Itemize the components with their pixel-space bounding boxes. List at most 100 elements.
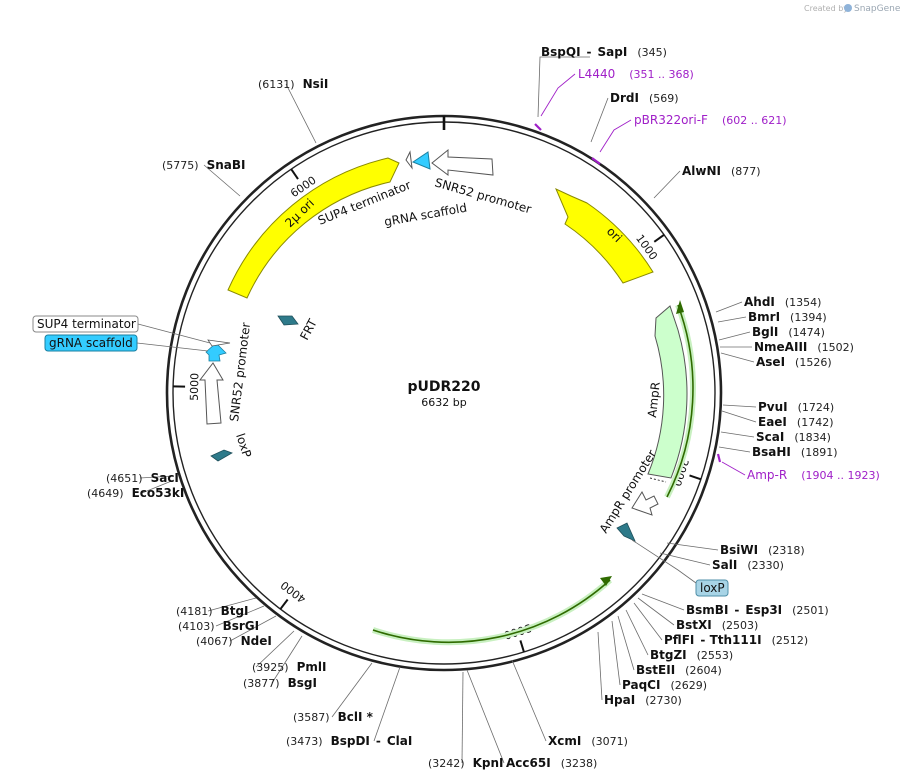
- bottom-orf-arrowhead: [600, 576, 612, 586]
- site-label: XcmI(3071): [548, 734, 628, 748]
- primer-leader: [540, 73, 576, 117]
- site-leader: [718, 331, 751, 341]
- tick-label-5000: 5000: [188, 373, 202, 401]
- ampr-arc: [647, 305, 688, 479]
- site-leader: [633, 602, 663, 641]
- site-label: (3925)PmlI: [252, 660, 326, 674]
- snr52-promoter-left-arrow: [198, 362, 224, 425]
- site-leader: [229, 615, 277, 642]
- site-label: SalI(2330): [712, 558, 784, 572]
- svg-text:SUP4 terminator: SUP4 terminator: [37, 317, 136, 331]
- tick-mark-3000: [519, 640, 525, 653]
- loxp-left-arrow: [210, 449, 233, 462]
- site-leader: [590, 97, 609, 143]
- site-label: (3877)BsgI: [243, 676, 317, 690]
- primers: L4440(351 .. 368)pBR322ori-F(602 .. 621)…: [534, 67, 880, 482]
- site-label: AlwNI(877): [682, 164, 761, 178]
- site-leader: [722, 404, 757, 408]
- site-label: AseI(1526): [756, 355, 832, 369]
- tick-mark-6000: [290, 168, 299, 180]
- snr52-promoter-left-label: SNR52 promoter: [227, 322, 253, 423]
- boxed-sup4-terminator: SUP4 terminator: [32, 315, 211, 344]
- watermark-brand: SnapGene: [854, 4, 901, 14]
- site-label: (4067)NdeI: [196, 634, 272, 648]
- primer-leader: [721, 461, 746, 476]
- site-leader: [203, 164, 241, 197]
- site-leader: [717, 316, 747, 323]
- svg-text:loxP: loxP: [700, 581, 725, 595]
- site-leader: [720, 352, 755, 363]
- ampr-promoter-label: AmpR promoter: [597, 447, 659, 535]
- loxp-right-arrow: [616, 522, 636, 542]
- site-leader: [511, 659, 547, 742]
- site-label: BstXI(2503): [676, 618, 758, 632]
- site-label: (3587)BclI *: [293, 710, 374, 724]
- site-leader: [718, 446, 751, 453]
- tick-mark-2000: [689, 474, 702, 481]
- frt-label: FRT: [297, 316, 320, 342]
- boxed-grna-scaffold: gRNA scaffold: [44, 334, 209, 352]
- primer-mark: [591, 157, 601, 165]
- ampr-dotted: [649, 477, 667, 483]
- primer-leader: [599, 119, 632, 153]
- site-label: BglI(1474): [752, 325, 825, 339]
- site-leader: [207, 597, 257, 612]
- primer-label: Amp-R(1904 .. 1923): [747, 468, 880, 482]
- site-leader: [625, 609, 649, 656]
- site-leader: [597, 631, 603, 701]
- site-label: (3242)KpnI: [428, 756, 503, 770]
- two-mu-ori-arc: [227, 157, 400, 299]
- site-label: BsaHI(1891): [752, 445, 837, 459]
- site-leader: [331, 662, 373, 718]
- primer-mark: [534, 123, 542, 131]
- site-leader: [271, 635, 303, 684]
- boxed-loxp: loxP: [631, 539, 729, 597]
- frt-arrow: [277, 315, 299, 326]
- site-leader: [641, 593, 685, 611]
- site-leader: [255, 630, 295, 668]
- snr52-promoter-top-arrow: [431, 148, 494, 176]
- site-leader: [637, 597, 675, 626]
- tick-label-4000: 4000: [278, 578, 308, 605]
- site-label: EaeI(1742): [758, 415, 833, 429]
- site-leader: [141, 479, 175, 494]
- sup4-terminator-left-arrow: [207, 339, 231, 347]
- ampr-orf-line-core: [666, 304, 694, 498]
- site-label: Acc65I(3238): [506, 756, 597, 770]
- site-label: BstEII(2604): [636, 663, 722, 677]
- site-label: HpaI(2730): [604, 693, 682, 707]
- site-leader: [721, 410, 757, 423]
- site-label: PflFI-Tth111I(2512): [664, 633, 808, 647]
- ampr-label: AmpR: [645, 381, 663, 418]
- site-leader: [373, 666, 401, 742]
- site-label: PaqCI(2629): [622, 678, 707, 692]
- grna-scaffold-top-arrow: [411, 151, 431, 170]
- site-label: ScaI(1834): [756, 430, 831, 444]
- plasmid-name: pUDR220: [407, 379, 480, 395]
- site-leader: [466, 669, 505, 764]
- site-label: NmeAIII(1502): [754, 340, 854, 354]
- ampr-orf-arrowhead: [676, 300, 684, 314]
- svg-text:gRNA scaffold: gRNA scaffold: [49, 336, 133, 350]
- watermark-created-by: Created by: [804, 4, 848, 13]
- site-label: (5775)SnaBI: [162, 158, 245, 172]
- ampr-promoter-arrow: [631, 490, 659, 516]
- loxp-left-label: loxP: [233, 432, 254, 460]
- site-label: (4649)Eco53kI: [87, 486, 184, 500]
- site-label: BsmBI-Esp3I(2501): [686, 603, 829, 617]
- site-label: (6131)NsiI: [258, 77, 328, 91]
- bottom-orf-line-core: [372, 579, 611, 644]
- primer-mark: [716, 453, 722, 463]
- site-label: (3473)BspDI-ClaI: [286, 734, 412, 748]
- grna-scaffold-top-label: gRNA scaffold: [383, 201, 468, 229]
- primer-label: L4440(351 .. 368): [578, 67, 694, 81]
- site-leader: [617, 615, 635, 671]
- tick-mark-1000: [653, 233, 665, 243]
- site-label: PvuI(1724): [758, 400, 834, 414]
- sup4-terminator-top-arrow: [405, 150, 413, 170]
- site-leader: [461, 671, 464, 764]
- site-label: BsiWI(2318): [720, 543, 805, 557]
- site-leader: [285, 83, 317, 144]
- site-label: BspQI-SapI(345): [541, 45, 667, 59]
